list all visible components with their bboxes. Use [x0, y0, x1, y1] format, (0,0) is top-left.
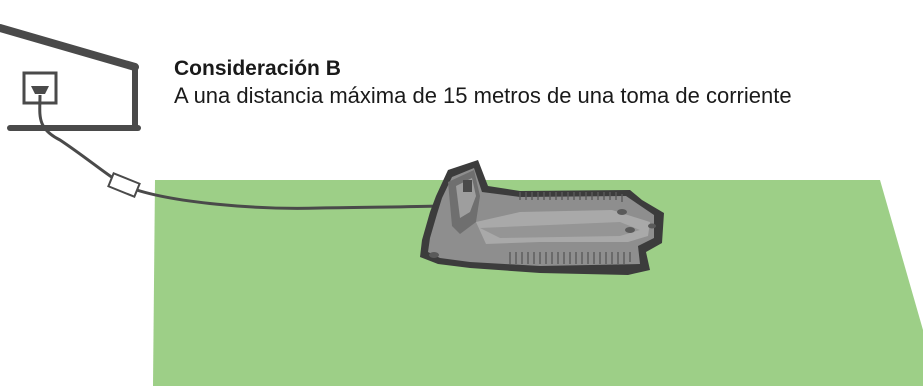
power-cable [38, 94, 441, 210]
caption-title: Consideración B [174, 57, 341, 80]
cable-adapter [107, 171, 141, 199]
house-outline [0, 24, 141, 131]
caption-description: A una distancia máxima de 15 metros de u… [174, 83, 792, 108]
caption: Consideración B A una distancia máxima d… [174, 56, 792, 110]
lawn-area [153, 180, 923, 386]
charging-station [420, 160, 664, 275]
